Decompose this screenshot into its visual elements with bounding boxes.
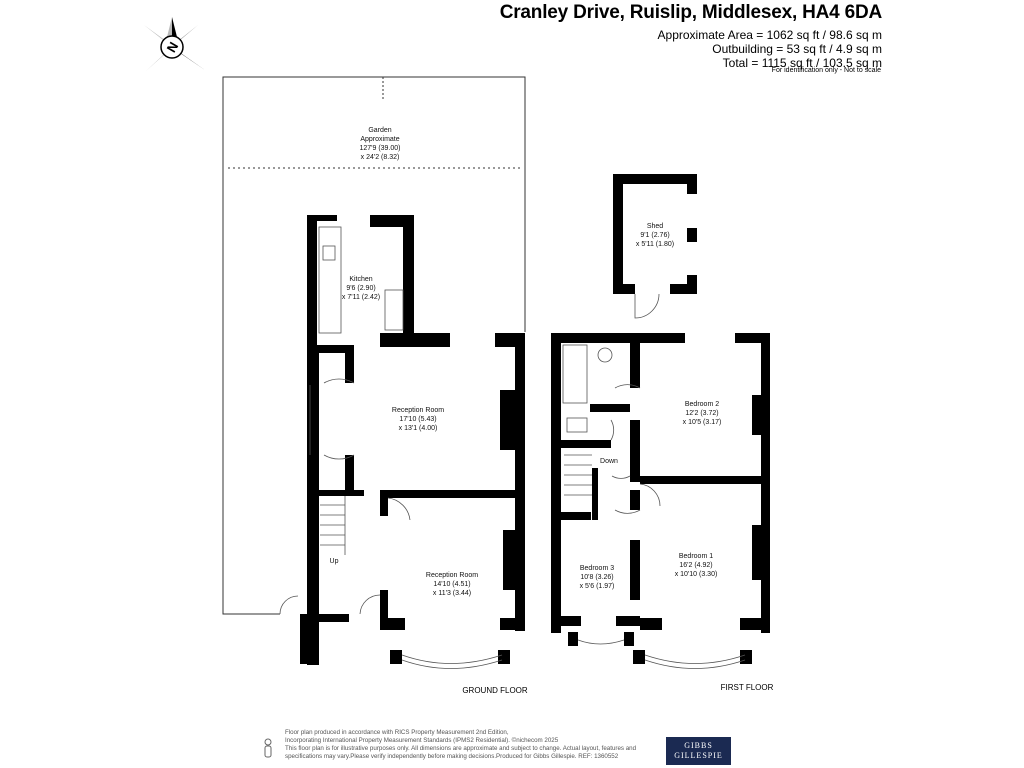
svg-text:x 11'3 (3.44): x 11'3 (3.44) [433,590,471,597]
bedroom-1-label: Bedroom 1 16'2 (4.92) x 10'10 (3.30) [675,553,718,578]
svg-text:14'10 (4.51): 14'10 (4.51) [433,581,470,588]
person-icon [264,738,272,758]
svg-text:x 10'5 (3.17): x 10'5 (3.17) [683,419,722,426]
bedroom-2-label: Bedroom 2 12'2 (3.72) x 10'5 (3.17) [683,401,722,426]
svg-text:x 7'11 (2.42): x 7'11 (2.42) [342,294,380,301]
compass-icon: N [144,17,206,71]
scale-note: For identification only - Not to scale [771,67,881,74]
first-floor-details [562,344,746,669]
outbuilding-area: Outbuilding = 53 sq ft / 4.9 sq m [712,42,882,56]
first-floor-walls [551,333,770,664]
kitchen-label: Kitchen 9'6 (2.90) x 7'11 (2.42) [342,276,380,301]
stairs-up-label: Up [330,558,339,565]
svg-text:x 5'11 (1.80): x 5'11 (1.80) [636,241,674,248]
svg-text:Garden: Garden [368,127,391,134]
ground-floor-title: GROUND FLOOR [462,686,528,695]
svg-text:x 24'2 (8.32): x 24'2 (8.32) [361,154,400,161]
ground-floor-details [279,226,503,669]
footer-line-3: This floor plan is for illustrative purp… [285,745,637,752]
svg-text:17'10 (5.43): 17'10 (5.43) [399,416,436,423]
footer-line-2: Incorporating International Property Mea… [285,737,559,744]
svg-text:12'2 (3.72): 12'2 (3.72) [685,410,718,417]
svg-text:Bedroom 3: Bedroom 3 [580,565,614,572]
svg-text:Reception Room: Reception Room [392,407,444,414]
agent-logo: GIBBS GILLESPIE [666,737,731,765]
svg-text:16'2 (4.92): 16'2 (4.92) [679,562,712,569]
svg-text:Kitchen: Kitchen [349,276,372,283]
svg-text:Shed: Shed [647,223,663,230]
svg-text:Bedroom 1: Bedroom 1 [679,553,713,560]
logo-line-2: GILLESPIE [674,751,723,760]
footer-line-4: specifications may vary.Please verify in… [285,753,619,760]
svg-text:9'1 (2.76): 9'1 (2.76) [640,232,669,239]
svg-text:x 5'6 (1.97): x 5'6 (1.97) [580,583,615,590]
garden-outline [222,76,526,615]
stairs-down-label: Down [600,458,618,465]
logo-line-1: GIBBS [684,741,713,750]
total-area: Total = 1115 sq ft / 103.5 sq m [722,56,882,70]
svg-text:9'6 (2.90): 9'6 (2.90) [346,285,375,292]
shed-label: Shed 9'1 (2.76) x 5'11 (1.80) [636,223,674,248]
footer-line-1: Floor plan produced in accordance with R… [285,729,509,736]
svg-text:Reception Room: Reception Room [426,572,478,579]
garden-label: Garden Approximate 127'9 (39.00) x 24'2 … [359,127,400,161]
footer-disclaimer: Floor plan produced in accordance with R… [285,729,675,761]
shed-door-swing [634,293,660,319]
ground-floor-walls [300,215,525,665]
svg-text:Bedroom 2: Bedroom 2 [685,401,719,408]
svg-text:127'9 (39.00): 127'9 (39.00) [359,145,400,152]
svg-text:x 10'10 (3.30): x 10'10 (3.30) [675,571,718,578]
reception-room-2-label: Reception Room 14'10 (4.51) x 11'3 (3.44… [426,572,478,597]
first-floor-title: FIRST FLOOR [721,683,774,692]
svg-text:10'8 (3.26): 10'8 (3.26) [580,574,613,581]
svg-text:Approximate: Approximate [360,136,399,143]
reception-room-1-label: Reception Room 17'10 (5.43) x 13'1 (4.00… [392,407,444,432]
approx-area: Approximate Area = 1062 sq ft / 98.6 sq … [657,28,882,42]
property-address: Cranley Drive, Ruislip, Middlesex, HA4 6… [499,2,882,23]
svg-text:x 13'1 (4.00): x 13'1 (4.00) [399,425,438,432]
bedroom-3-label: Bedroom 3 10'8 (3.26) x 5'6 (1.97) [580,565,615,590]
shed-walls [613,174,697,294]
